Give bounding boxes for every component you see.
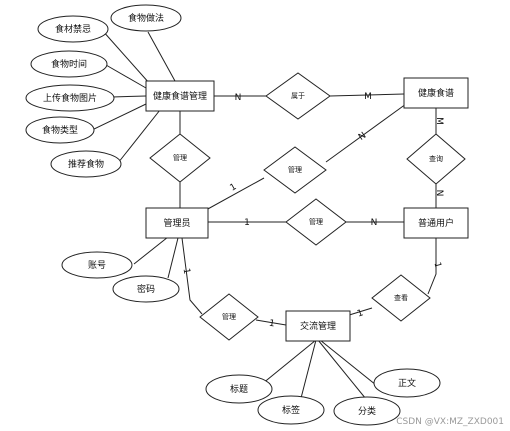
line-view-user: [427, 238, 437, 295]
attribute-tag-label: 标签: [282, 404, 300, 416]
attribute-account: 账号: [61, 251, 133, 279]
attribute-upload-image-label: 上传食物图片: [43, 92, 97, 104]
attribute-food-method: 食物做法: [110, 4, 182, 32]
attribute-food-type: 食物类型: [25, 116, 95, 144]
attribute-account-label: 账号: [88, 260, 106, 271]
relationship-manage-user: 管理: [285, 198, 347, 246]
attribute-food-time-label: 食物时间: [51, 58, 87, 70]
line-admin-manage-exchange: [181, 237, 203, 315]
attribute-tag: 标签: [257, 395, 325, 425]
line-account: [133, 236, 169, 265]
relationship-belongs-to: 属于: [265, 72, 331, 120]
line-title: [261, 339, 317, 385]
cardinality-query-user: N: [434, 190, 444, 197]
cardinality-manage-user: N: [371, 218, 378, 228]
relationship-view-label: 查看: [394, 293, 408, 302]
entity-health-recipe-mgmt-label: 健康食谱管理: [153, 90, 207, 102]
relationship-manage-exchange-label: 管理: [222, 312, 236, 321]
relationship-manage-recipe-mgmt-label: 管理: [173, 153, 187, 162]
attribute-category-label: 分类: [358, 405, 376, 417]
cardinality-labels: N M M N 1 N 1 N 1 1 1 1: [181, 92, 444, 329]
relationship-view: 查看: [371, 274, 431, 322]
entity-admin: 管理员: [145, 207, 209, 239]
cardinality-manage-recipe: N: [357, 131, 368, 143]
line-manage-recipe: [325, 103, 407, 163]
line-food-method: [147, 31, 176, 82]
entity-exchange-mgmt: 交流管理: [285, 310, 351, 342]
connector-lines: [91, 29, 437, 403]
entity-exchange-mgmt-label: 交流管理: [300, 320, 336, 332]
attribute-upload-image: 上传食物图片: [25, 84, 115, 112]
line-belongs-recipe: [329, 93, 405, 97]
attribute-password-label: 密码: [137, 283, 155, 295]
attribute-food-type-label: 食物类型: [42, 124, 78, 136]
relationship-manage-user-label: 管理: [309, 217, 323, 226]
line-food-time: [105, 64, 147, 89]
attribute-food-time: 食物时间: [30, 50, 108, 78]
attribute-recommend-food-label: 推荐食物: [68, 158, 104, 170]
cardinality-mgmt-belongs: N: [235, 93, 242, 103]
attribute-food-taboo: 食材禁忌: [37, 15, 109, 43]
relationship-manage-recipe-mgmt: 管理: [149, 133, 211, 183]
entity-normal-user-label: 普通用户: [418, 217, 454, 229]
line-manage-exchange: [255, 319, 287, 326]
attribute-food-method-label: 食物做法: [128, 12, 164, 24]
entity-admin-label: 管理员: [163, 217, 190, 229]
relationship-query: 查询: [406, 133, 466, 185]
line-tag: [299, 339, 317, 403]
attribute-title: 标题: [205, 374, 273, 404]
cardinality-manage-exchange: 1: [268, 319, 275, 330]
watermark: CSDN @VX:MZ_ZXD001: [396, 417, 504, 427]
line-food-type: [91, 103, 147, 131]
relationship-manage-recipe-label: 管理: [288, 165, 302, 174]
entity-normal-user: 普通用户: [403, 207, 469, 239]
line-category: [317, 339, 367, 400]
line-food-taboo: [101, 29, 151, 85]
entity-health-recipe: 健康食谱: [403, 77, 469, 109]
line-admin-manage-recipe: [205, 177, 265, 211]
relationship-belongs-to-label: 属于: [291, 92, 305, 100]
cardinality-admin-manage-exchange: 1: [181, 267, 192, 274]
line-upload-image: [111, 95, 147, 98]
cardinality-exchange-view: 1: [356, 308, 365, 319]
relationship-query-label: 查询: [429, 154, 443, 163]
attribute-password: 密码: [112, 275, 180, 303]
relationship-manage-exchange: 管理: [199, 293, 259, 341]
attribute-recommend-food: 推荐食物: [50, 150, 122, 178]
attribute-category: 分类: [333, 396, 401, 426]
attribute-body: 正文: [373, 368, 441, 398]
relationship-manage-recipe: 管理: [263, 146, 327, 194]
cardinality-belongs-recipe: M: [364, 92, 372, 102]
attribute-food-taboo-label: 食材禁忌: [55, 23, 91, 35]
cardinality-recipe-query: M: [434, 117, 444, 125]
line-recommend-food: [117, 109, 161, 164]
entity-health-recipe-mgmt: 健康食谱管理: [145, 80, 215, 112]
entity-health-recipe-label: 健康食谱: [418, 87, 454, 99]
cardinality-admin-manage-recipe: 1: [229, 182, 239, 194]
line-body: [319, 339, 377, 386]
line-password: [167, 237, 179, 279]
cardinality-view-user: 1: [431, 261, 442, 269]
cardinality-admin-manage-user: 1: [244, 218, 250, 228]
attribute-body-label: 正文: [398, 377, 416, 389]
attribute-title-label: 标题: [230, 383, 248, 395]
